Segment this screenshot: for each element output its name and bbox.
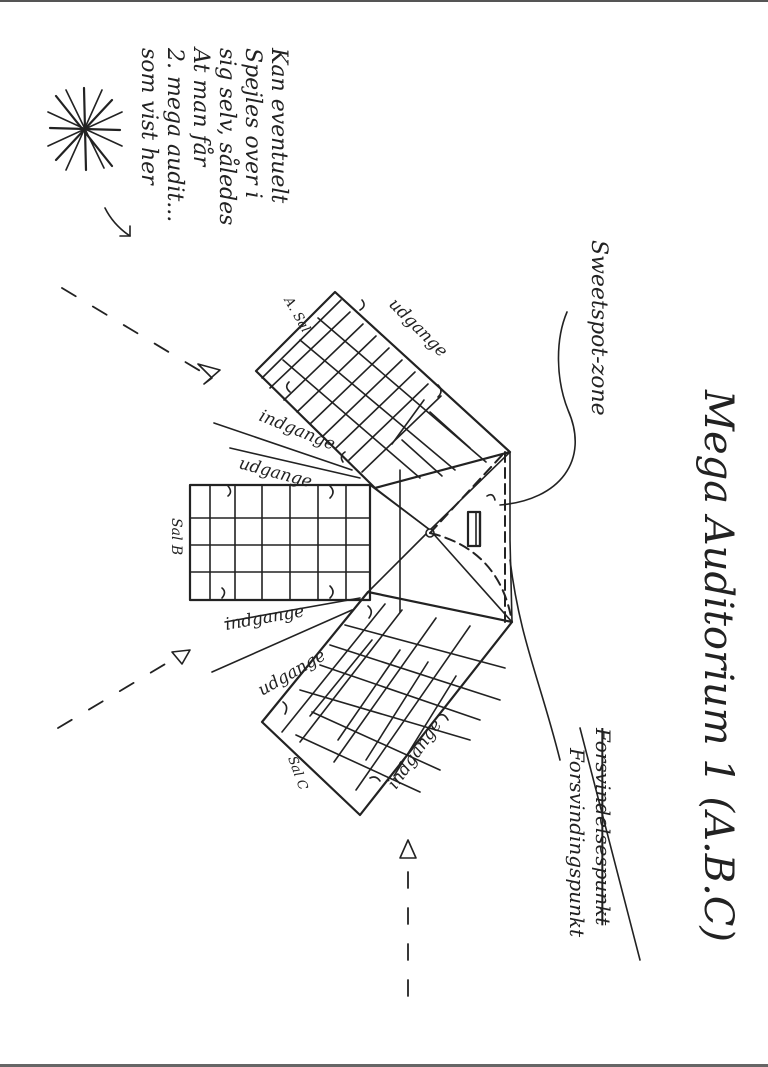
- indgange-label-mid: indgange: [223, 601, 305, 635]
- indgange-label-c: indgange: [384, 716, 446, 793]
- vanishing-point-struck-label: Forsvindelsespunkt: [591, 727, 615, 926]
- scan-edge-bottom: [0, 1064, 768, 1067]
- udgange-label-a: udgange: [384, 294, 451, 361]
- udgange-label-low: udgange: [255, 646, 330, 701]
- indgange-label-top: indgange: [256, 406, 338, 455]
- note-line-1: Kan eventuelt: [266, 47, 291, 203]
- note-line-3: sig selv, således: [214, 48, 241, 225]
- hall-b-label: Sal B: [168, 518, 184, 555]
- indgange-leader-top: [213, 422, 353, 471]
- sweetspot-zone-label: Sweetspot-zone: [586, 240, 611, 416]
- indgange-leader-mid: [224, 597, 361, 623]
- udgange-leader-mid: [229, 447, 361, 479]
- scan-edge-top: [0, 0, 768, 2]
- central-foyer: [334, 291, 513, 623]
- note-pointer-line: [104, 207, 131, 237]
- udgange-label-mid: udgange: [237, 454, 314, 493]
- sweetspot-leader-line: [499, 311, 576, 506]
- approach-arrow-top: [61, 287, 221, 385]
- hall-c: [260, 590, 514, 817]
- note-line-2: Spejles over i: [240, 48, 265, 199]
- star-doodle-icon: [47, 86, 123, 172]
- hall-a-label: A. Sal: [280, 294, 313, 336]
- note-pointer-head: [119, 225, 131, 237]
- hall-b: [188, 483, 372, 602]
- note-line-6: som vist her: [136, 48, 161, 186]
- vanishing-point-leader-line: [509, 559, 561, 761]
- approach-arrow-bottom: [399, 839, 417, 997]
- page-title: Mega Auditorium 1 (A.B.C): [695, 389, 741, 942]
- strike-through-line: [579, 727, 641, 961]
- hall-a: [254, 290, 512, 490]
- vanishing-point-label: Forsvindingspunkt: [565, 747, 589, 938]
- note-line-5: 2. mega audit...: [162, 47, 187, 222]
- note-line-4: At man får: [188, 46, 215, 168]
- udgange-leader-low: [211, 609, 353, 673]
- hall-c-label: Sal C: [284, 754, 310, 792]
- approach-arrow-left: [57, 649, 191, 729]
